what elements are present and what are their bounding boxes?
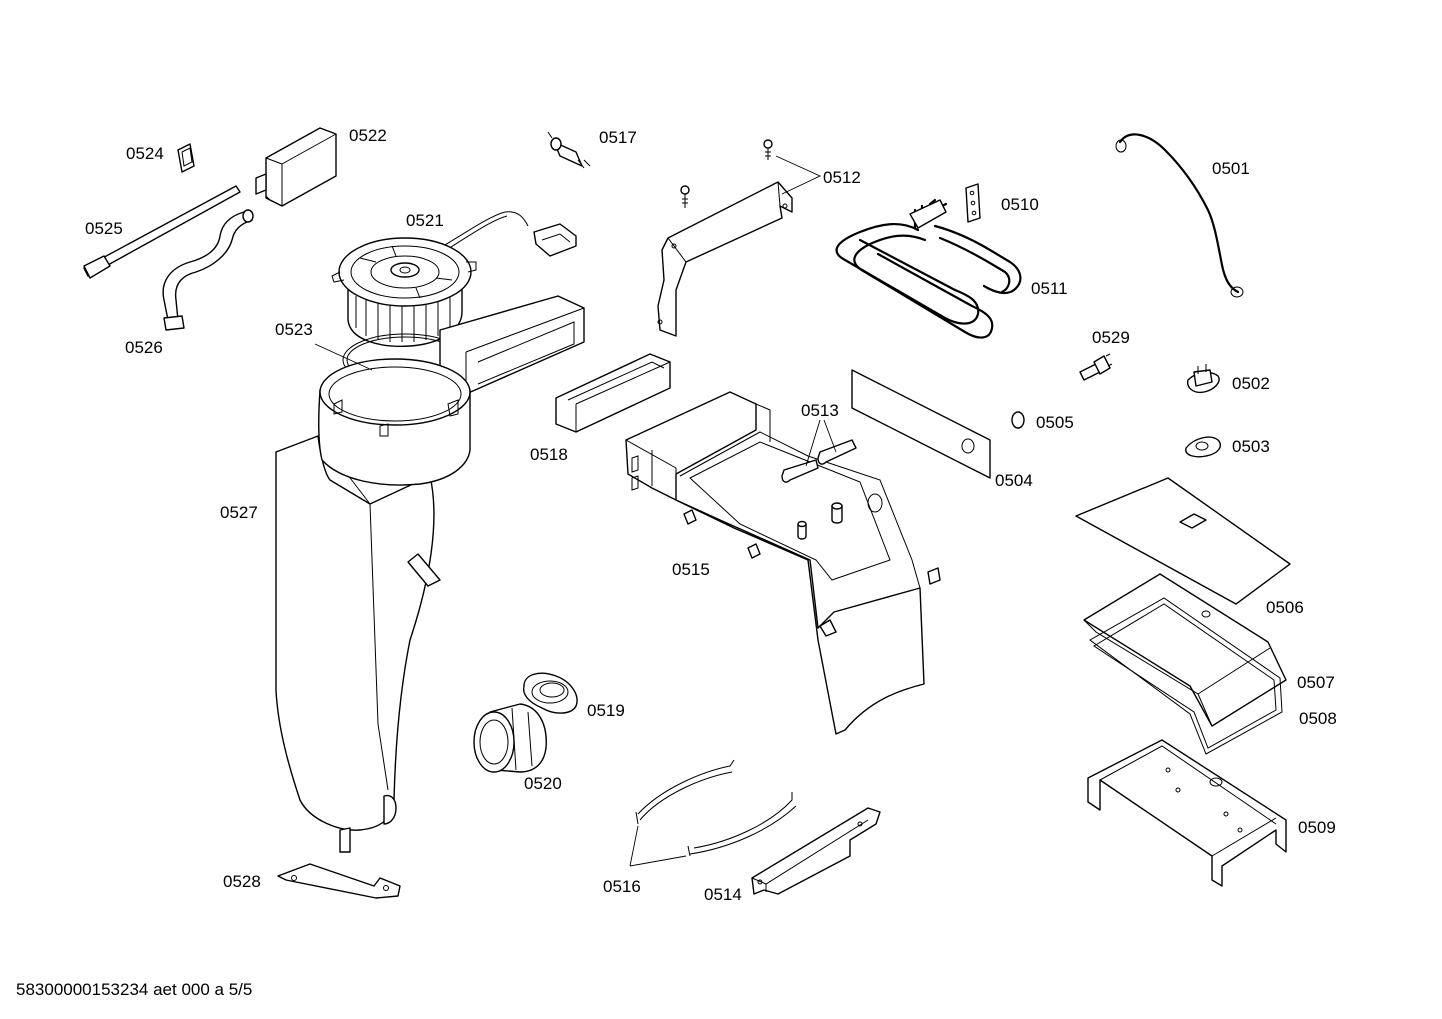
part-0513-spring-clips[interactable]: [781, 439, 857, 483]
label-0520: 0520: [524, 774, 562, 793]
part-0506-lid-panel[interactable]: [1075, 477, 1291, 605]
part-0527-air-duct-housing[interactable]: [275, 295, 585, 853]
label-0519: 0519: [587, 701, 625, 720]
part-0503-gasket[interactable]: [1185, 436, 1222, 458]
part-0508-frame-gasket[interactable]: [1089, 597, 1283, 755]
part-0502-thermostat[interactable]: [1187, 364, 1220, 394]
label-0521: 0521: [406, 211, 444, 230]
part-0529-temperature-sensor[interactable]: [1079, 353, 1113, 381]
document-code: 58300000153234 aet 000 a 5/5: [16, 980, 253, 999]
label-0512: 0512: [823, 168, 861, 187]
part-0510-bracket[interactable]: [965, 183, 981, 223]
label-0522: 0522: [349, 126, 387, 145]
part-0505-o-ring[interactable]: [1011, 411, 1025, 429]
label-0518: 0518: [530, 445, 568, 464]
part-0501-tube[interactable]: [1115, 133, 1244, 298]
part-0511-heating-element[interactable]: [835, 198, 1022, 339]
part-0507-tray[interactable]: [1083, 573, 1287, 727]
label-0506: 0506: [1266, 598, 1304, 617]
label-0516: 0516: [603, 877, 641, 896]
leader-lines: [314, 155, 837, 867]
screw-icon: [763, 139, 773, 160]
part-0525-rod[interactable]: [83, 185, 241, 279]
label-0514: 0514: [704, 885, 742, 904]
label-0529: 0529: [1092, 328, 1130, 347]
label-0505: 0505: [1036, 413, 1074, 432]
label-0507: 0507: [1297, 673, 1335, 692]
label-0528: 0528: [223, 872, 261, 891]
part-0526-hose[interactable]: [162, 209, 254, 331]
label-0523: 0523: [275, 320, 313, 339]
part-0528-mounting-bracket[interactable]: [277, 863, 401, 899]
label-0511: 0511: [1031, 279, 1068, 298]
callout-labels: 0501 0502 0503 0504 0505 0506 0507 0508 …: [85, 126, 1337, 904]
label-0527: 0527: [220, 503, 258, 522]
label-0504: 0504: [995, 471, 1033, 490]
label-0509: 0509: [1298, 818, 1336, 837]
part-0504-cover-plate[interactable]: [851, 369, 991, 479]
part-0512-support-bracket[interactable]: [657, 139, 793, 337]
label-0526: 0526: [125, 338, 163, 357]
part-0516-retaining-springs[interactable]: [635, 759, 797, 857]
label-0525: 0525: [85, 219, 123, 238]
part-0522-terminal-box[interactable]: [255, 127, 337, 207]
part-0515-base-housing[interactable]: [625, 391, 941, 735]
label-0513: 0513: [801, 401, 839, 420]
part-0517-capacitor[interactable]: [547, 131, 591, 169]
part-0519-grommet[interactable]: [522, 672, 578, 714]
label-0503: 0503: [1232, 437, 1270, 456]
label-0515: 0515: [672, 560, 710, 579]
label-0517: 0517: [599, 128, 637, 147]
part-0514-rail[interactable]: [751, 807, 881, 895]
screw-icon: [680, 185, 690, 208]
part-0518-duct-section[interactable]: [555, 353, 671, 433]
part-0520-hose-coupling[interactable]: [473, 703, 547, 773]
part-0521-fan-motor[interactable]: [331, 211, 577, 347]
label-0524: 0524: [126, 144, 164, 163]
label-0510: 0510: [1001, 195, 1039, 214]
label-0501: 0501: [1212, 159, 1250, 178]
label-0502: 0502: [1232, 374, 1270, 393]
part-0524-clip[interactable]: [177, 143, 195, 173]
label-0508: 0508: [1299, 709, 1337, 728]
part-0509-bottom-cover[interactable]: [1087, 739, 1287, 887]
